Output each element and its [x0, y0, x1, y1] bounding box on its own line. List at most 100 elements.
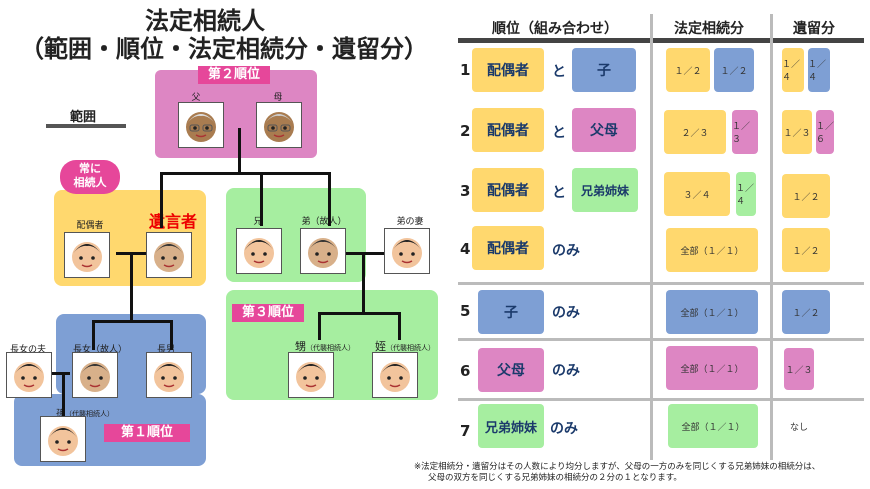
header-share: 法定相続分	[674, 21, 744, 37]
row1-share-a: １／２	[666, 48, 710, 92]
grandchild-portrait	[40, 416, 86, 462]
tree-line	[398, 312, 401, 340]
eldest-son-label: 長男	[156, 345, 175, 355]
spouse-label: 配偶者	[76, 221, 104, 231]
header-rule	[458, 38, 864, 43]
tree-line	[346, 252, 386, 255]
header-reserved: 遺留分	[793, 21, 835, 37]
always-heir-line2: 相続人	[73, 176, 107, 189]
father-portrait	[178, 102, 224, 148]
row7-conj: のみ	[550, 421, 578, 437]
row5-conj: のみ	[552, 305, 580, 321]
row2-reserved-a: １／３	[782, 110, 812, 154]
row2-reserved-b: １／６	[816, 110, 834, 154]
row6-share: 全部（１／１）	[666, 346, 758, 390]
row2-spouse-box: 配偶者	[472, 108, 544, 152]
niece-name: 姪	[375, 340, 386, 353]
niece-rep: （代襲相続人）	[386, 344, 435, 352]
row1-child-box: 子	[572, 48, 636, 92]
row1-number: 1	[460, 61, 471, 79]
row4-share: 全部（１／１）	[666, 228, 758, 272]
tree-line	[260, 172, 263, 226]
row5-child-box: 子	[478, 290, 544, 334]
tree-line	[318, 312, 400, 315]
row3-conj: と	[552, 185, 566, 201]
row7-share: 全部（１／１）	[668, 404, 758, 448]
row4-reserved: １／２	[782, 228, 830, 272]
brother-wife-portrait	[384, 228, 430, 274]
row3-spouse-box: 配偶者	[472, 168, 544, 212]
eldest-son-portrait	[146, 352, 192, 398]
eldest-daughter-portrait	[72, 352, 118, 398]
nephew-portrait	[288, 352, 334, 398]
tree-line	[130, 252, 133, 322]
deceased-label: 遺言者	[148, 212, 197, 231]
row7-number: 7	[460, 422, 471, 440]
title-line2: （範囲・順位・法定相続分・遺留分）	[20, 35, 428, 63]
row6-reserved: １／３	[784, 348, 814, 390]
elder-brother-portrait	[236, 228, 282, 274]
nephew-rep: （代襲相続人）	[306, 344, 355, 352]
grandchild-name: 孫	[55, 409, 65, 419]
row4-number: 4	[460, 240, 471, 258]
row4-spouse-box: 配偶者	[472, 226, 544, 270]
row2-number: 2	[460, 122, 471, 140]
mother-label: 母	[273, 93, 283, 103]
row5-number: 5	[460, 302, 471, 320]
row-divider	[458, 338, 864, 341]
eldest-daughter-label: 長女（故人）	[72, 345, 127, 355]
tree-line	[328, 172, 331, 226]
row3-reserved: １／２	[782, 174, 830, 218]
row7-siblings-box: 兄弟姉妹	[478, 404, 544, 448]
row6-number: 6	[460, 362, 471, 380]
header-order: 順位（組み合わせ）	[492, 21, 618, 37]
row3-number: 3	[460, 182, 471, 200]
tree-line	[318, 312, 321, 340]
row6-parents-box: 父母	[478, 348, 544, 392]
row1-conj: と	[552, 64, 566, 80]
scope-underline	[46, 124, 126, 128]
row-divider	[458, 398, 864, 401]
footnote: ※法定相続分・遺留分はその人数により均分しますが、父母の一方のみを同じくする兄弟…	[414, 462, 866, 484]
first-rank-label: 第１順位	[104, 424, 190, 442]
tree-line	[92, 320, 95, 350]
row2-share-b: １／３	[732, 110, 758, 154]
tree-line	[238, 128, 241, 174]
tree-line	[160, 172, 330, 175]
tree-line	[362, 252, 365, 314]
tree-line	[170, 320, 173, 350]
mother-portrait	[256, 102, 302, 148]
row4-conj: のみ	[552, 243, 580, 259]
elder-brother-label: 兄	[253, 217, 263, 227]
scope-label: 範囲	[70, 110, 97, 125]
row5-share: 全部（１／１）	[666, 290, 758, 334]
footnote-line2: 父母の双方を同じくする兄弟姉妹の相続分の２分の１となります。	[428, 473, 682, 483]
grandchild-rep: （代襲相続人）	[65, 410, 114, 418]
tree-line	[92, 320, 172, 323]
niece-label: 姪（代襲相続人）	[370, 338, 440, 354]
tree-line	[160, 172, 163, 228]
brother-wife-label: 弟の妻	[396, 217, 424, 227]
tree-line	[62, 372, 65, 416]
spouse-portrait	[64, 232, 110, 278]
father-label: 父	[191, 93, 201, 103]
daughter-husband-portrait	[6, 352, 52, 398]
row2-conj: と	[552, 125, 566, 141]
column-divider	[770, 14, 773, 460]
niece-portrait	[372, 352, 418, 398]
row1-reserved-a: １／４	[782, 48, 804, 92]
title-line1: 法定相続人	[145, 7, 265, 35]
tree-line	[48, 372, 70, 375]
column-divider	[650, 14, 653, 460]
younger-brother-portrait	[300, 228, 346, 274]
row3-share-b: １／４	[736, 172, 756, 216]
deceased-portrait	[146, 232, 192, 278]
row-divider	[458, 282, 864, 285]
row1-reserved-b: １／４	[808, 48, 830, 92]
row7-reserved: なし	[790, 423, 809, 433]
row3-share-a: ３／４	[664, 172, 730, 216]
row5-reserved: １／２	[782, 290, 830, 334]
row1-share-b: １／２	[714, 48, 754, 92]
daughter-husband-label: 長女の夫	[9, 345, 46, 355]
row2-share-a: ２／３	[664, 110, 726, 154]
